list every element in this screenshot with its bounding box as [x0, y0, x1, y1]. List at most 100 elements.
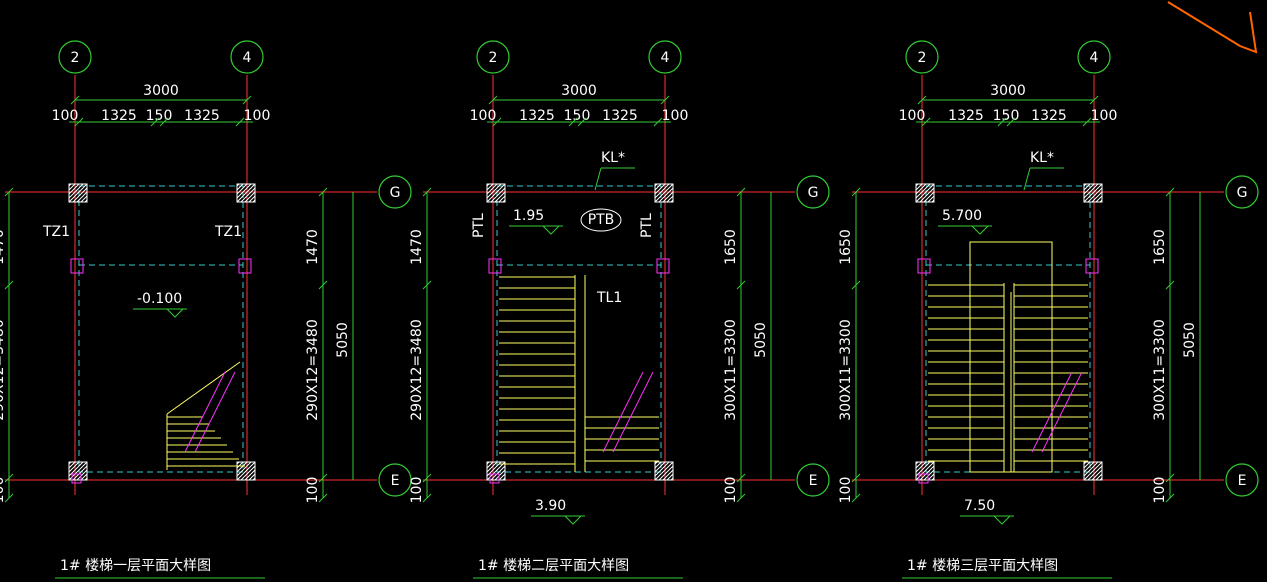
hatch-line [654, 183, 670, 199]
hatch-line [1099, 199, 1103, 203]
column-tz-bottom [71, 473, 82, 484]
axis-bubble-e: E [378, 463, 412, 497]
stair-flights [499, 275, 659, 472]
elev-mark [564, 515, 582, 525]
axis-bubble-text: 4 [1090, 50, 1099, 66]
hatch-line [1083, 183, 1091, 191]
dim-left-text: 290X12=3480 [409, 319, 425, 421]
rebar-annotation-line [1031, 371, 1073, 453]
hatch-line [1087, 187, 1103, 203]
hatch-line [915, 461, 923, 469]
axis-bubble-2: 2 [476, 40, 510, 74]
elev-mark [542, 225, 560, 235]
elev-mark [166, 308, 184, 318]
dim-tick [488, 95, 498, 105]
hatch-line [240, 465, 256, 481]
dim-tick [577, 117, 587, 127]
column-4 [654, 461, 674, 481]
dim-segment-text: 100 [52, 108, 79, 124]
column-4 [1083, 461, 1103, 481]
dim-right-text: 1650 [1152, 229, 1168, 265]
axis-bubble [1225, 175, 1259, 209]
hatch-line [915, 183, 935, 203]
dim-tick [851, 493, 861, 503]
dim-tick [1165, 493, 1175, 503]
dim-right-text: 100 [305, 477, 321, 504]
hatch-line [923, 191, 935, 203]
beam-label: KL* [601, 150, 625, 166]
axis-bubble [648, 40, 682, 74]
hatch-line [248, 195, 256, 203]
dim-tick [74, 117, 84, 127]
hatch-line [1095, 195, 1103, 203]
column-tz-bottom [918, 473, 929, 484]
dim-tick [736, 493, 746, 503]
axis-bubble-e: E [1225, 463, 1259, 497]
dim-tick [422, 493, 432, 503]
column-label-right: TZ1 [214, 224, 242, 240]
axis-bubble-text: E [809, 473, 818, 489]
dim-tick [492, 117, 502, 127]
hatch-line [1083, 461, 1103, 481]
hatch-line [1083, 183, 1095, 195]
dim-tick [242, 95, 252, 105]
rebar-annotation-line [1041, 371, 1083, 453]
dim-right-text: 290X12=3480 [305, 319, 321, 421]
column-box [1083, 461, 1103, 481]
column-box [915, 461, 935, 481]
dim-tick [159, 117, 169, 127]
axis-bubble-text: G [1237, 185, 1248, 201]
axis-bubble-g: G [378, 175, 412, 209]
hatch-line [80, 473, 88, 481]
hatch-line [915, 183, 931, 199]
axis-bubble-text: 2 [918, 50, 927, 66]
column-box [486, 183, 506, 203]
column-box [654, 183, 674, 203]
hatch-line [236, 461, 252, 477]
axis-bubble [230, 40, 264, 74]
hatch-line [76, 469, 88, 481]
column-box [1083, 183, 1103, 203]
dim-tick [318, 187, 328, 197]
dim-tick [1089, 95, 1099, 105]
hatch-line [1083, 461, 1091, 469]
hatch-line [68, 183, 80, 195]
hatch-line [236, 183, 256, 203]
hatch-line [486, 461, 490, 465]
hatch-line [654, 183, 658, 187]
column-1 [486, 183, 506, 203]
hatch-line [666, 195, 674, 203]
hatch-line [236, 461, 248, 473]
hatch-line [76, 191, 88, 203]
hatch-line [1083, 461, 1095, 473]
hatch-line [486, 461, 494, 469]
hatch-line [494, 191, 506, 203]
axis-bubble [476, 40, 510, 74]
dim-segment-text: 150 [564, 108, 591, 124]
axis-bubble [905, 40, 939, 74]
hatch-line [919, 187, 935, 203]
dim-tick [150, 117, 160, 127]
hatch-line [236, 183, 248, 195]
dim-tick [422, 280, 432, 290]
hatch-line [654, 461, 674, 481]
hatch-line [915, 461, 931, 477]
axis-bubble-4: 4 [648, 40, 682, 74]
dim-tick [318, 473, 328, 483]
hatch-line [1083, 461, 1087, 465]
dim-segment-text: 100 [662, 108, 689, 124]
side-label-tl1: TL1 [596, 290, 622, 306]
hatch-line [1083, 183, 1099, 199]
hatch-line [68, 183, 76, 191]
hatch-line [84, 477, 88, 481]
panel-title: 1# 楼梯一层平面大样图 [60, 558, 211, 574]
side-label-ptb: PTB [588, 212, 615, 228]
hatch-line [244, 469, 256, 481]
hatch-line [486, 461, 498, 473]
hatch-line [84, 199, 88, 203]
column-tz-left [70, 258, 84, 274]
dim-segment-text: 100 [470, 108, 497, 124]
hatch-line [670, 477, 674, 481]
hatch-line [252, 199, 256, 203]
